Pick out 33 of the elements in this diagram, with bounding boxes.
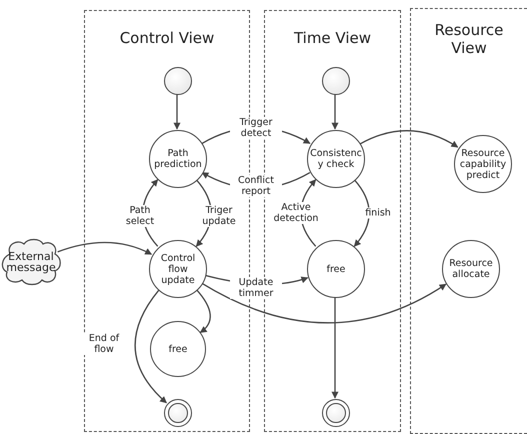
cloud-shape (0, 238, 62, 286)
arrow (360, 130, 458, 148)
state-label: free (326, 264, 346, 274)
state-label: Consistenc y check (309, 148, 363, 170)
lane-title: Control View (118, 29, 216, 47)
arrow (174, 94, 180, 130)
state-circle (307, 130, 365, 188)
state-label: free (168, 344, 188, 354)
state-label: Resource allocate (448, 258, 494, 280)
state-label: Resource capability predict (458, 148, 508, 180)
start-state (164, 67, 192, 95)
edge-label: Trigger detect (230, 117, 282, 139)
edge-label: Conflict report (230, 175, 282, 197)
state-circle (149, 240, 207, 298)
arrow (57, 242, 152, 255)
state-circle (149, 130, 207, 188)
start-state (322, 67, 350, 95)
state-label: Path prediction (153, 148, 203, 170)
state-label: Control flow update (160, 252, 196, 286)
lane-title: Time View (292, 29, 372, 47)
end-state (322, 399, 350, 427)
arrow (196, 289, 211, 333)
arrow (354, 179, 370, 247)
arrow (332, 94, 338, 130)
swimlane (410, 8, 527, 434)
edge-label: Update timmer (230, 277, 282, 299)
lane-title: Resource View (434, 21, 504, 57)
state-label: External message (5, 251, 57, 273)
arrow (332, 297, 338, 399)
arrow (134, 290, 167, 404)
edge-label: finish (365, 208, 391, 218)
arrow (201, 282, 447, 324)
end-state (164, 399, 192, 427)
